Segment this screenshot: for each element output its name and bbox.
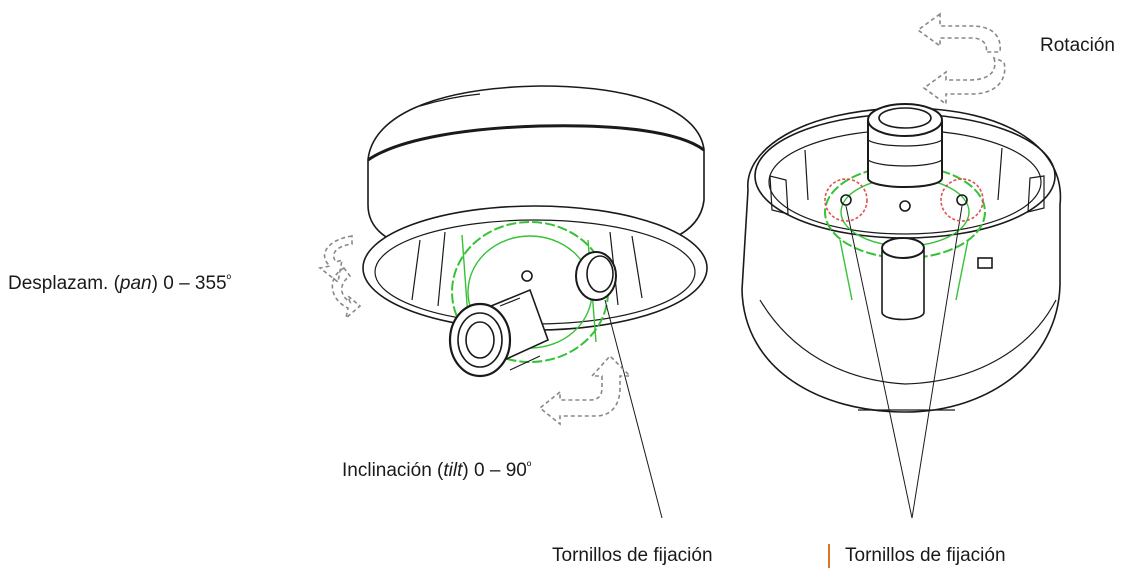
pan-label-em: pan [119,273,152,294]
screw-marker-right [940,178,984,222]
right-tilt-knob [881,237,925,321]
left-camera [362,85,708,519]
tilt-arrow-icon [538,354,632,426]
tilt-label-degree: º [526,459,532,473]
tilt-label: Inclinación (tilt) 0 – 90º [342,459,532,481]
left-dome-rim-line [367,124,705,162]
pan-label: Desplazam. (pan) 0 – 355º [8,272,232,294]
tilt-label-em: tilt [443,460,463,481]
screw-marker-left [824,178,868,222]
tilt-label-suffix: ) 0 – 90 [462,460,527,481]
label-separator [828,544,830,568]
pan-label-prefix: Desplazam. ( [8,273,120,294]
right-screw-leader-a [845,205,913,519]
right-screw-leader-b [911,205,963,519]
left-screw-leader [604,299,663,519]
left-lens [448,270,550,378]
pan-label-suffix: ) 0 – 355 [151,273,227,294]
screws-right-label: Tornillos de fijación [845,545,1006,566]
screws-left-label: Tornillos de fijación [552,545,713,566]
pan-label-degree: º [226,272,232,286]
tilt-label-prefix: Inclinación ( [342,460,444,481]
pan-arrow-icon [318,235,362,321]
left-tilt-knob [575,251,617,301]
right-camera [741,103,1062,519]
rotation-label: Rotación [1040,35,1115,56]
right-lens [867,103,943,212]
rotation-arrow-icon [916,12,1006,106]
